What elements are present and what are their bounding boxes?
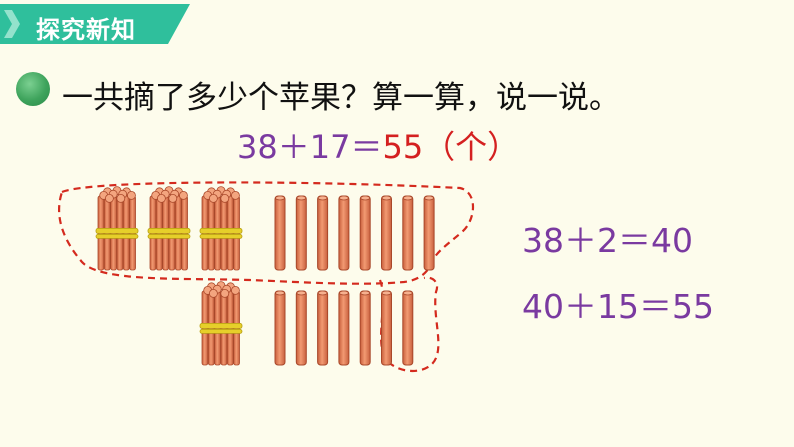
bundle-top-1 <box>95 186 139 271</box>
section-tag: 探究新知 <box>0 2 190 46</box>
stick-bottom-4 <box>338 290 350 366</box>
main-equation: 38＋17＝55（个） <box>237 122 519 168</box>
stick-top-1 <box>274 195 286 271</box>
stick-bottom-3 <box>317 290 329 366</box>
question-text: 一共摘了多少个苹果？算一算，说一说。 <box>62 80 620 116</box>
dashed-group-38-plus-2 <box>57 181 474 285</box>
step-equation-2: 40＋15＝55 <box>522 287 714 326</box>
equation-unit: （个） <box>423 128 520 166</box>
stick-top-8 <box>423 195 435 271</box>
stick-bottom-1 <box>274 290 286 366</box>
stick-bottom-2 <box>295 290 307 366</box>
stick-bottom-7 <box>402 290 414 366</box>
equation-lhs: 38＋17＝ <box>237 128 383 166</box>
stick-top-3 <box>317 195 329 271</box>
step-equation-1: 38＋2＝40 <box>522 221 693 260</box>
stick-top-4 <box>338 195 350 271</box>
equation-result: 55 <box>382 128 424 166</box>
green-bullet-icon <box>16 72 50 106</box>
stick-top-7 <box>402 195 414 271</box>
bundle-top-2 <box>147 186 191 271</box>
bundle-bottom-1 <box>199 281 243 366</box>
stick-top-6 <box>381 195 392 271</box>
section-tag-label: 探究新知 <box>36 16 136 44</box>
section-tag-shape <box>0 4 190 44</box>
stick-top-5 <box>359 195 371 271</box>
stick-top-2 <box>295 195 307 271</box>
bundle-top-3 <box>199 186 243 271</box>
stick-bottom-5 <box>359 290 371 366</box>
stick-bottom-6 <box>381 290 392 366</box>
